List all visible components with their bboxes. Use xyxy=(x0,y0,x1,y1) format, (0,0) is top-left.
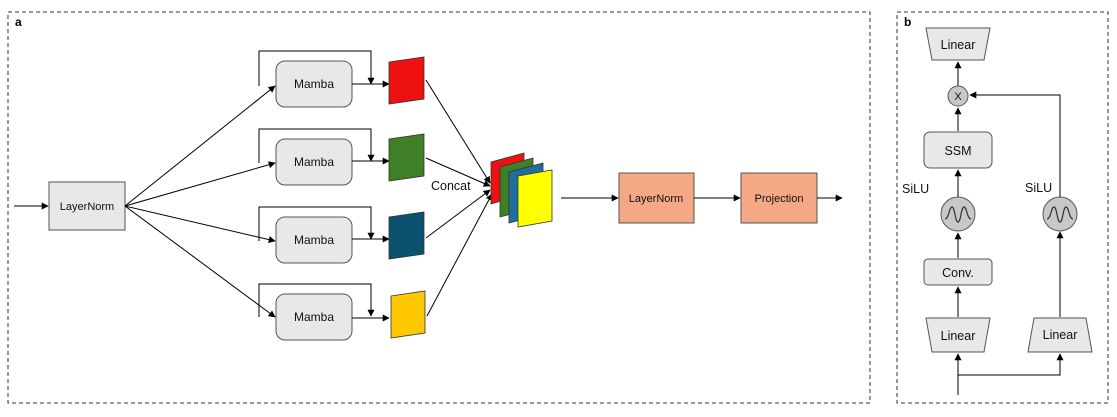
projection-node: Projection xyxy=(740,172,818,224)
mamba-label-2: Mamba xyxy=(294,155,334,169)
silu-left-label: SiLU xyxy=(902,182,929,196)
output-layernorm-label: LayerNorm xyxy=(629,193,683,205)
panel-b-label: b xyxy=(904,15,911,29)
ssm-node: SSM xyxy=(923,131,993,169)
mamba-branch-3: Mamba xyxy=(258,206,425,264)
linear-right-label: Linear xyxy=(1043,328,1078,342)
linear-left-label: Linear xyxy=(941,329,976,343)
linear-right-node: Linear xyxy=(1027,317,1093,353)
mamba-branch-2: Mamba xyxy=(258,128,425,186)
top-linear-node: Linear xyxy=(925,27,991,61)
multiply-node: X xyxy=(947,85,969,107)
conv-label: Conv. xyxy=(942,266,974,280)
feature-map-red xyxy=(388,56,425,105)
multiply-symbol: X xyxy=(954,91,962,103)
silu-wave-icon xyxy=(1046,206,1074,223)
mamba-branch-1: Mamba xyxy=(258,50,425,108)
mamba-block-4 xyxy=(275,293,353,341)
stack-layer-yellow xyxy=(517,169,553,228)
concat-arrows xyxy=(425,79,493,317)
fanout-arrows xyxy=(124,85,276,318)
residual-loop-2 xyxy=(258,128,375,163)
mamba-label-4: Mamba xyxy=(294,310,334,324)
mamba-label-3: Mamba xyxy=(294,233,334,247)
projection-label: Projection xyxy=(755,193,804,205)
panel-a-frame xyxy=(7,11,871,404)
concat-label: Concat xyxy=(431,179,471,193)
mamba-label-1: Mamba xyxy=(294,77,334,91)
gate-path xyxy=(969,91,1061,197)
residual-loop-4 xyxy=(258,283,375,317)
mamba-block-2 xyxy=(275,138,353,186)
output-layernorm-node: LayerNorm xyxy=(618,172,695,224)
concat-stack xyxy=(490,152,553,228)
linear-left-node: Linear xyxy=(925,317,991,353)
mamba-branch-4: Mamba xyxy=(258,283,426,341)
residual-loop-1 xyxy=(258,50,375,86)
silu-wave-icon xyxy=(944,206,972,223)
ssm-label: SSM xyxy=(944,144,971,158)
silu-left-node xyxy=(940,196,976,232)
top-linear-label: Linear xyxy=(941,38,976,52)
input-layernorm-node: LayerNorm xyxy=(48,181,126,231)
panel-b-frame xyxy=(896,11,1109,404)
feature-map-green xyxy=(388,133,425,182)
conv-node: Conv. xyxy=(923,258,993,286)
feature-map-yellow xyxy=(390,290,426,339)
silu-right-node xyxy=(1042,196,1078,232)
panel-a-label: a xyxy=(15,15,22,29)
input-layernorm-label: LayerNorm xyxy=(60,201,114,213)
panel-b-split-arrow xyxy=(958,353,1064,376)
silu-right-label: SiLU xyxy=(1025,181,1052,195)
feature-map-blue xyxy=(388,211,425,260)
residual-loop-3 xyxy=(258,206,375,241)
mamba-block-3 xyxy=(275,216,353,264)
